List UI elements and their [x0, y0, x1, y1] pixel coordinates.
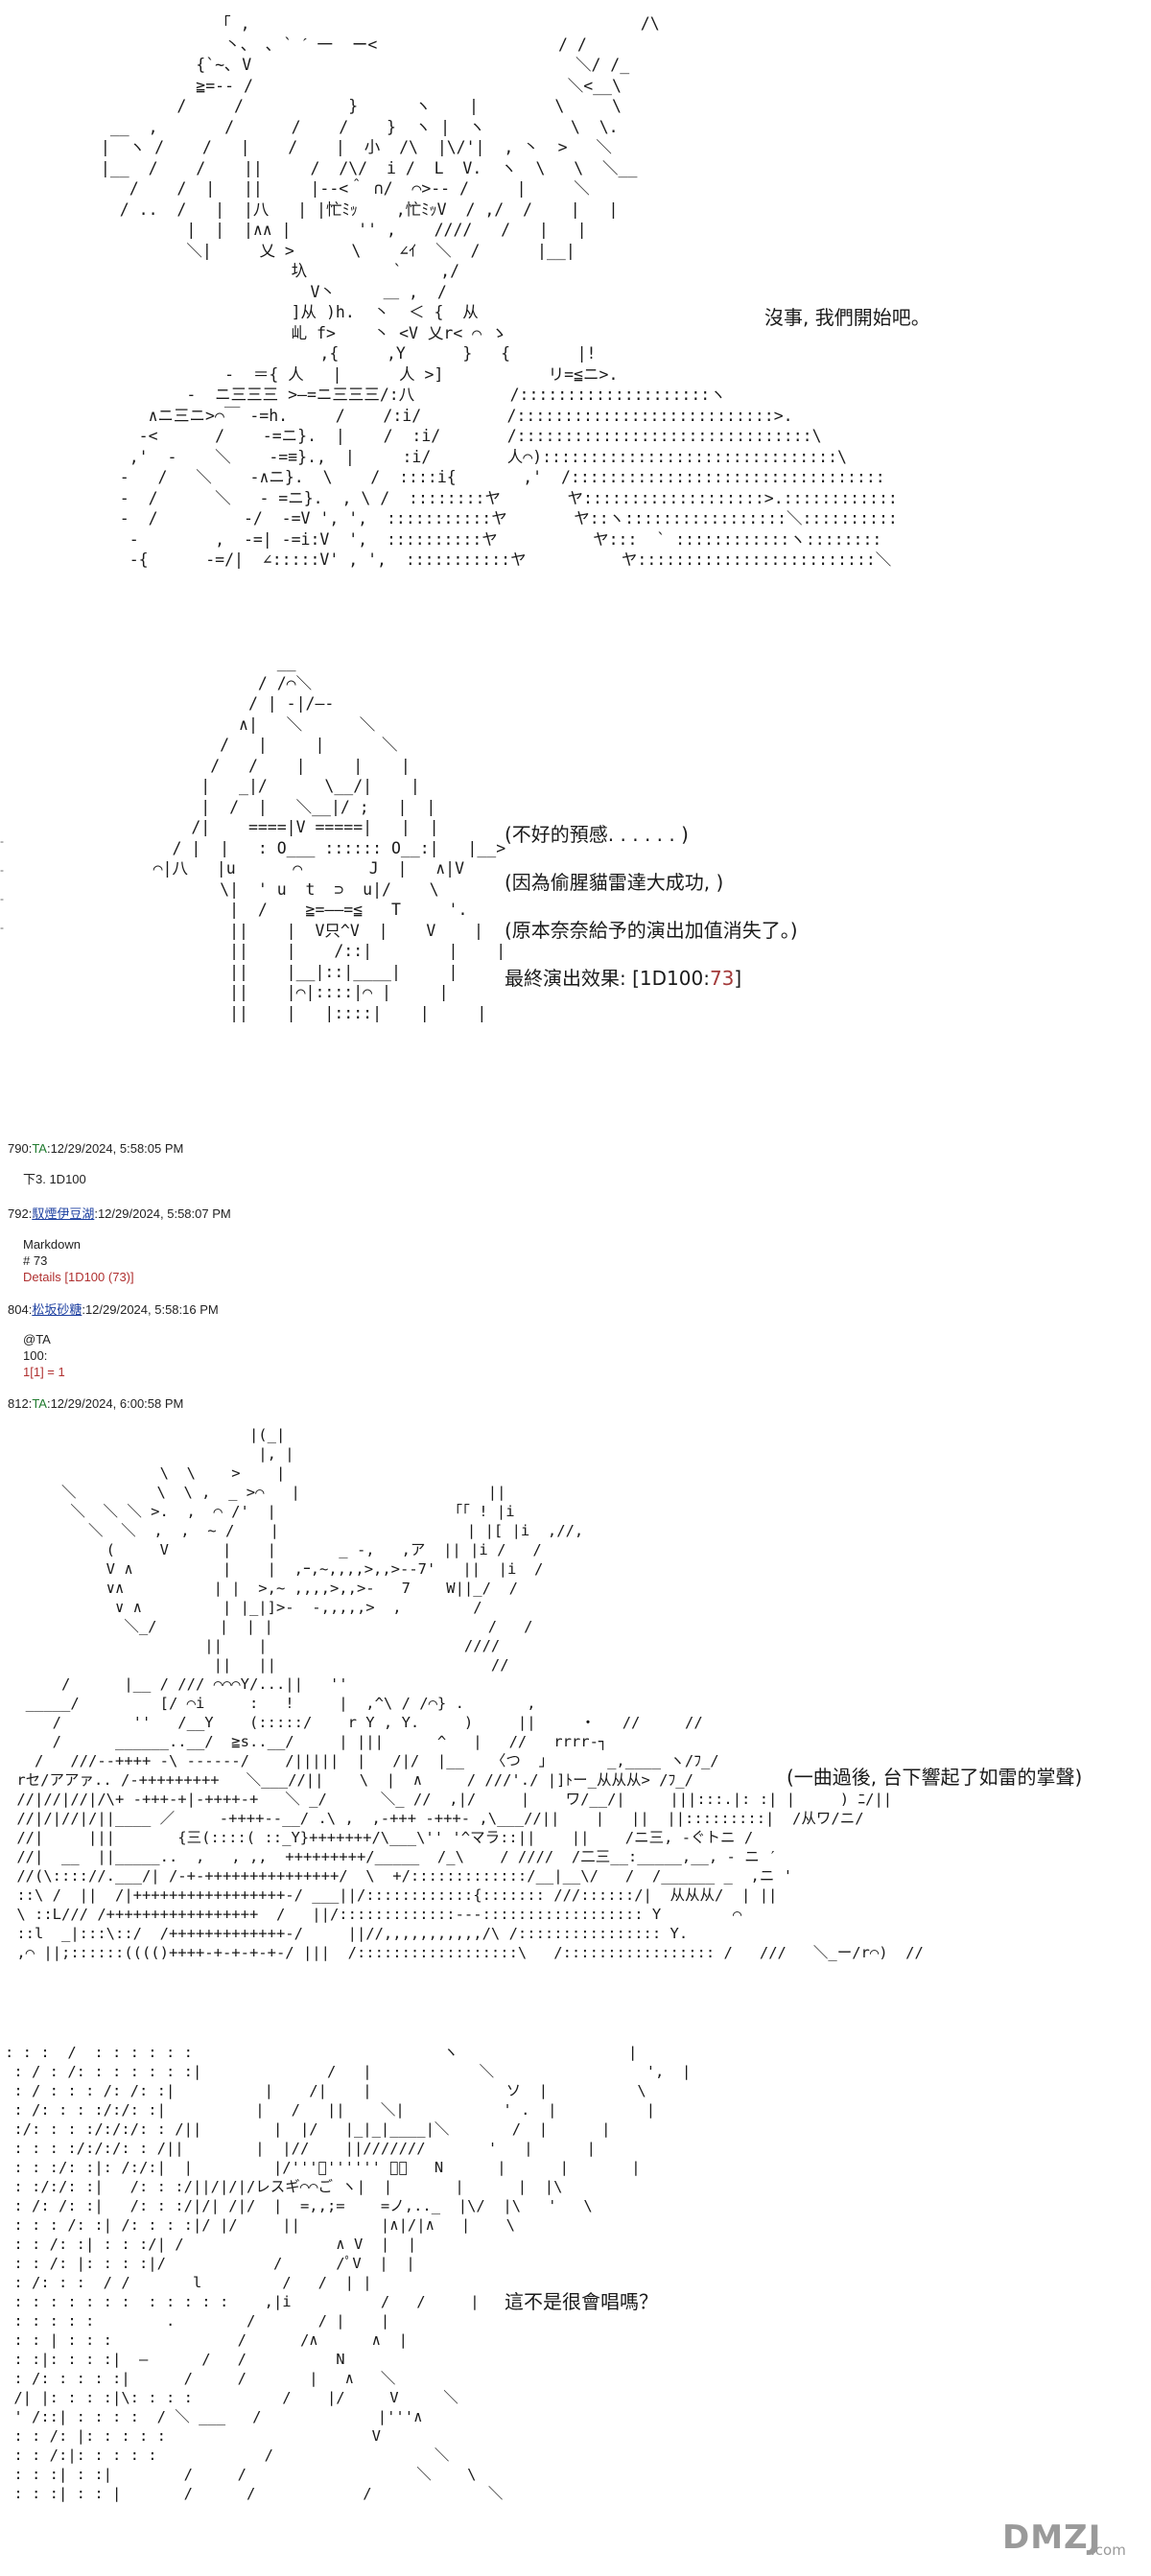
post-dice-details[interactable]: Details [1D100 (73)] [23, 1270, 134, 1284]
post-body-line: # 73 [23, 1253, 48, 1268]
post-header: 790:TA:12/29/2024, 5:58:05 PM [8, 1141, 183, 1156]
ascii-art-girl-worried: __ / /⌒＼ / | -|/―- ∧| ＼ ＼ / | | ＼ / / | … [153, 653, 506, 1022]
watermark-suffix: .com [1091, 2541, 1126, 2559]
watermark-logo: DMZJ [1002, 2518, 1102, 2557]
ascii-art-girl-talking: 「 , /\ 丶、 ､ ` ˊ 一 ー< / / {`~､ V ＼/ /_ ≧=… [100, 14, 898, 569]
post-timestamp: :12/29/2024, 5:58:07 PM [94, 1206, 231, 1221]
post-username[interactable]: 松坂砂糖 [32, 1302, 82, 1317]
post-timestamp: :12/29/2024, 5:58:16 PM [82, 1302, 219, 1317]
dialogue-lets-start: 沒事, 我們開始吧。 [764, 306, 930, 329]
dice-roll-value: 73 [709, 967, 735, 990]
post-body: Markdown # 73 Details [1D100 (73)] [23, 1236, 134, 1285]
post-number: 804: [8, 1302, 33, 1317]
dialogue-cat-radar: (因為偷腥貓雷達大成功, ) [505, 871, 724, 894]
ascii-art-singer: : : : / : : : : : : ヽ | : / : /: : : : :… [5, 2044, 692, 2502]
final-effect-label: 最終演出效果: [505, 967, 633, 990]
post-number: 790: [8, 1141, 33, 1156]
dialogue-bad-feeling: (不好的預感. . . . . . ) [505, 823, 689, 846]
dialogue-applause: (一曲過後, 台下響起了如雷的掌聲) [787, 1766, 1083, 1789]
post-body: 下3. 1D100 [23, 1172, 86, 1186]
post-timestamp: :12/29/2024, 5:58:05 PM [46, 1141, 184, 1156]
ascii-art-stage-applause: |(_| |, | \ \ > | ＼ \ \ , _ >⌒ | || ＼ ＼ … [16, 1426, 924, 1961]
post-username[interactable]: 馭煙伊豆湖 [32, 1206, 95, 1221]
post-body-line: @TA [23, 1332, 51, 1347]
edge-marks: - - - - [0, 834, 4, 934]
post-header: 812:TA:12/29/2024, 6:00:58 PM [8, 1396, 183, 1411]
post-number: 792: [8, 1206, 33, 1221]
post-header: 792:馭煙伊豆湖:12/29/2024, 5:58:07 PM [8, 1204, 231, 1222]
post-body: @TA 100: 1[1] = 1 [23, 1331, 65, 1380]
dialogue-can-sing: 這不是很會唱嗎？ [505, 2290, 658, 2313]
dice-roll-open: [1D100: [632, 967, 710, 990]
post-number: 812: [8, 1396, 33, 1411]
post-timestamp: :12/29/2024, 6:00:58 PM [46, 1396, 184, 1411]
post-header: 804:松坂砂糖:12/29/2024, 5:58:16 PM [8, 1300, 219, 1318]
post-username[interactable]: TA [32, 1396, 47, 1411]
dialogue-bonus-lost: (原本奈奈給予的演出加值消失了。) [505, 919, 798, 942]
dialogue-final-effect: 最終演出效果: [1D100:73] [505, 963, 741, 991]
post-username[interactable]: TA [32, 1141, 47, 1156]
dice-roll-close: ] [734, 967, 742, 990]
site-watermark: DMZJ .com [1002, 2513, 1146, 2566]
post-body-line: 100: [23, 1348, 48, 1363]
post-body-line: Markdown [23, 1237, 81, 1252]
post-dice-result: 1[1] = 1 [23, 1365, 65, 1379]
